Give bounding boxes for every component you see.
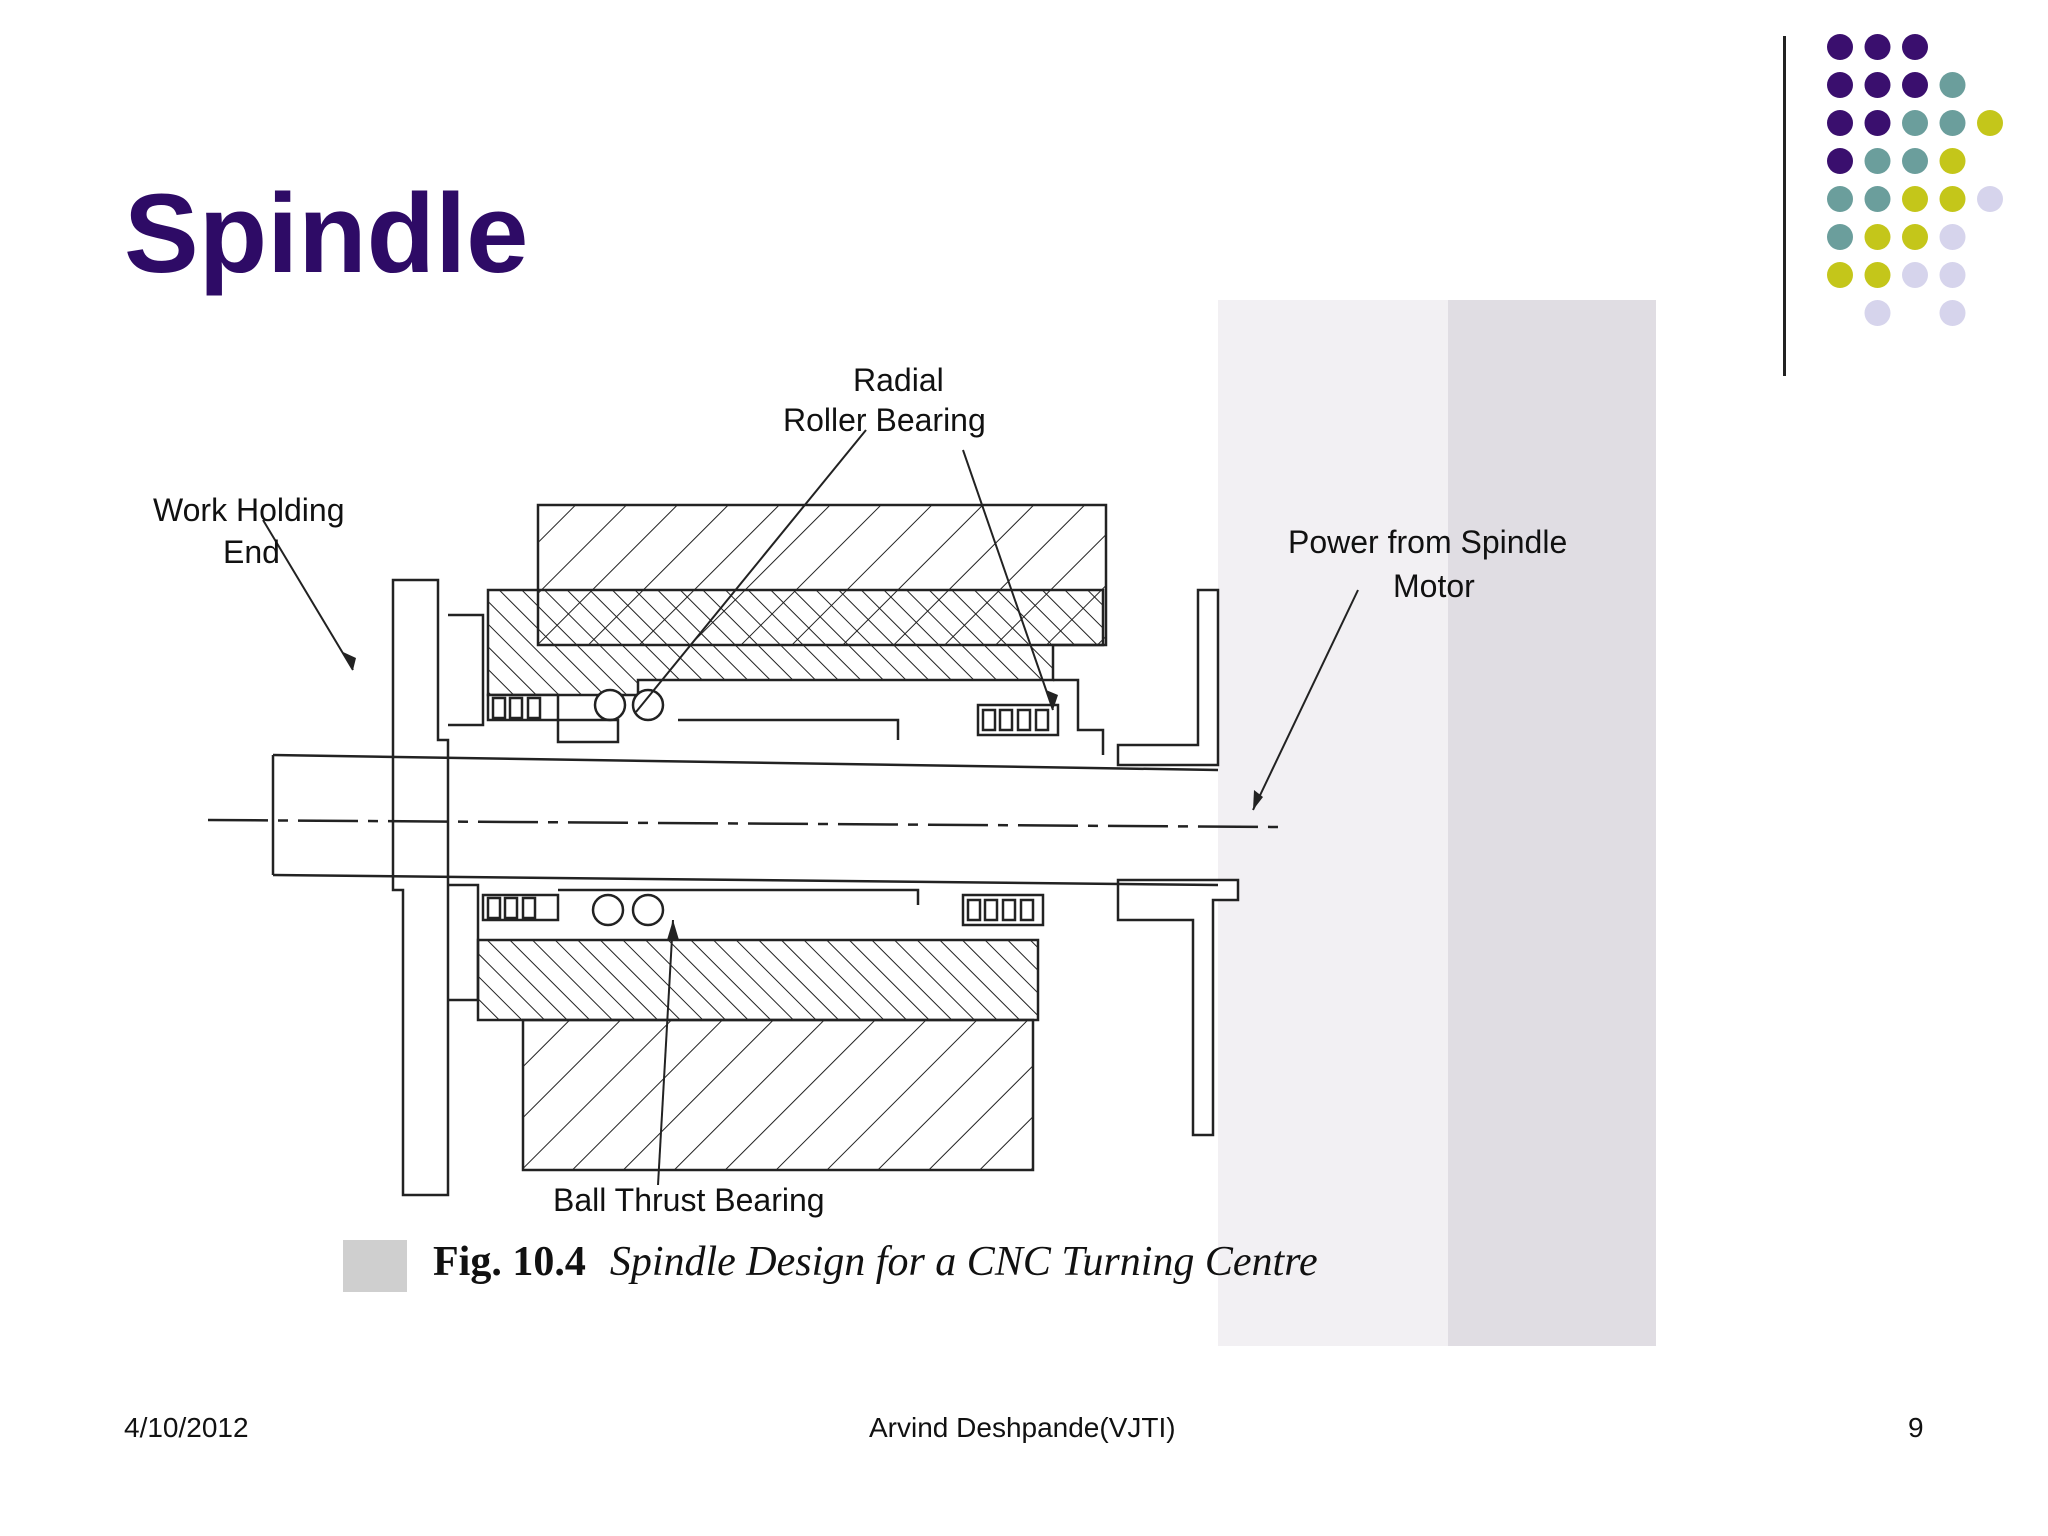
decorative-dot [1977,186,2003,212]
decorative-dot [1864,72,1891,98]
decorative-dot-grid [1827,34,2003,326]
decorative-dot [1864,262,1891,288]
decorative-dot [1827,34,1853,60]
label-radial-roller-bearing-line1: Radial [853,362,944,398]
decorative-dot [1827,72,1853,98]
footer-author: Arvind Deshpande(VJTI) [869,1412,1176,1443]
page-title: Spindle [124,171,529,296]
label-work-holding-end-line2: End [223,534,280,570]
label-power-from-spindle-motor-line2: Motor [1393,568,1475,604]
spindle-diagram-drawing [207,300,1656,1346]
decorative-dot [1864,34,1891,60]
decorative-dot [1902,34,1928,60]
label-work-holding-end-line1: Work Holding [153,492,345,528]
decorative-dot [1939,110,1966,136]
footer-page-number: 9 [1908,1412,1924,1443]
decorative-dot [1902,224,1928,250]
label-radial-roller-bearing-line2: Roller Bearing [783,402,986,438]
decorative-dot [1902,72,1928,98]
spindle-diagram: Radial Roller Bearing Work Holding End P… [118,300,1656,1346]
figure-caption-text: Spindle Design for a CNC Turning Centre [609,1239,1318,1285]
decorative-dot [1902,110,1928,136]
figure-caption-icon [343,1240,407,1292]
label-power-from-spindle-motor-line1: Power from Spindle [1288,524,1568,560]
decorative-dot [1939,224,1966,250]
decorative-dot [1902,262,1928,288]
decorative-dot [1864,300,1891,326]
decorative-dot [1827,224,1853,250]
figure-caption: Fig. 10.4 Spindle Design for a CNC Turnin… [433,1238,1733,1286]
decorative-dot [1827,262,1853,288]
decorative-dot [1939,72,1966,98]
label-radial-roller-bearing: Radial [853,360,944,402]
decorative-dot [1902,186,1928,212]
decorative-dot [1864,186,1891,212]
decorative-dot [1939,300,1966,326]
decorative-dot [1864,148,1891,174]
title-divider-line [1783,36,1786,376]
decorative-dot [1902,148,1928,174]
decorative-dot [1939,148,1966,174]
decorative-dot [1977,110,2003,136]
decorative-dot [1827,186,1853,212]
decorative-dot [1827,110,1853,136]
decorative-dot [1864,110,1891,136]
footer-date: 4/10/2012 [124,1412,249,1443]
label-ball-thrust-bearing: Ball Thrust Bearing [553,1182,825,1218]
decorative-dot [1864,224,1891,250]
figure-caption-number: Fig. 10.4 [433,1239,586,1285]
decorative-dot [1827,148,1853,174]
decorative-dot [1939,186,1966,212]
decorative-dot [1939,262,1966,288]
